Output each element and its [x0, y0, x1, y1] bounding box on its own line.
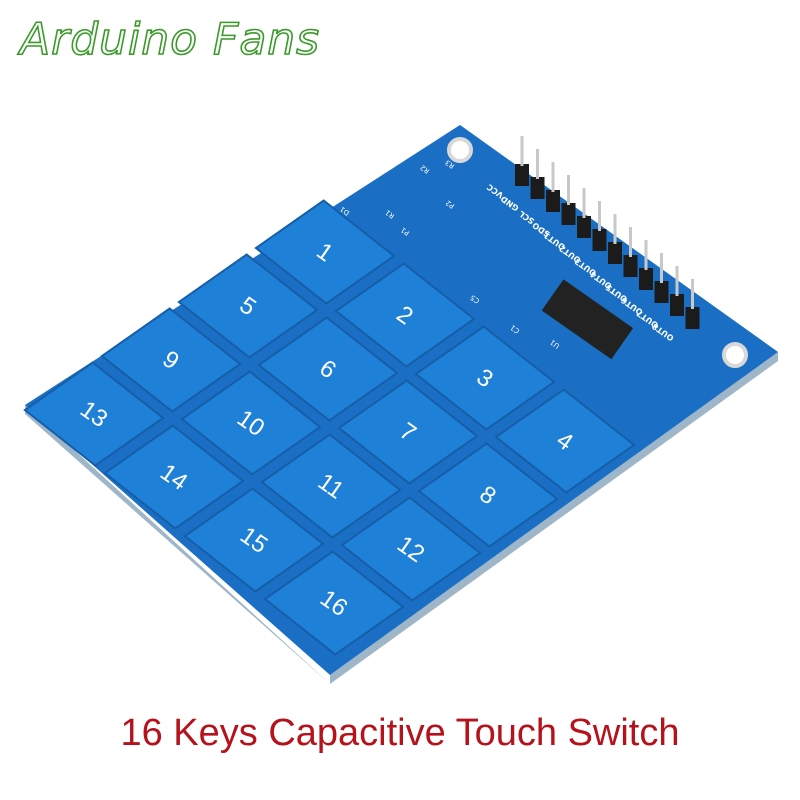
header-pin — [592, 229, 607, 251]
header-pin — [561, 203, 576, 225]
chip-u1 — [541, 279, 634, 360]
header-pin — [639, 268, 653, 290]
touch-key-13 — [23, 361, 165, 467]
touch-key-16 — [263, 550, 405, 656]
header-pin — [577, 216, 591, 238]
header-pin-metal — [567, 175, 570, 205]
component-label: P2 — [444, 198, 456, 210]
header-pin-metal — [691, 279, 694, 309]
component-label: C5 — [469, 293, 481, 305]
header-pin-metal — [520, 136, 524, 166]
header-pin-metal — [536, 149, 539, 179]
header-pin — [670, 294, 684, 316]
header-pin — [654, 281, 669, 303]
component-label: R2 — [419, 163, 431, 175]
header-pin — [608, 242, 622, 264]
header-pin — [685, 307, 700, 329]
header-pin-metal — [598, 201, 601, 231]
touch-key-8 — [417, 442, 559, 548]
touch-key-1 — [254, 199, 396, 305]
component-label: C1 — [509, 323, 521, 335]
header-pin — [515, 164, 529, 186]
header-pin-metal — [660, 253, 663, 283]
header-pin-metal — [551, 162, 555, 192]
mounting-hole — [447, 137, 473, 163]
touch-key-7 — [337, 379, 479, 485]
header-pin — [623, 255, 638, 277]
touch-key-3 — [414, 325, 556, 431]
header-pin-metal — [613, 214, 617, 244]
component-label: P1 — [399, 225, 411, 237]
touch-key-12 — [340, 496, 482, 602]
touch-key-2 — [334, 262, 476, 368]
touch-key-6 — [257, 316, 399, 422]
brand-logo: Arduino Fans — [19, 13, 321, 66]
touch-key-14 — [103, 424, 245, 530]
header-pin-metal — [629, 227, 632, 257]
mounting-hole — [722, 342, 748, 368]
touch-key-15 — [183, 487, 325, 593]
touch-key-10 — [180, 370, 322, 476]
header-pin-metal — [675, 266, 679, 296]
header-pin — [546, 190, 560, 212]
component-label: R3 — [444, 158, 456, 170]
product-caption: 16 Keys Capacitive Touch Switch — [120, 712, 680, 754]
header-pin — [530, 177, 545, 199]
touch-key-9 — [100, 307, 242, 413]
touch-key-5 — [177, 253, 319, 359]
touch-key-4 — [494, 388, 636, 494]
touch-key-11 — [260, 433, 402, 539]
header-pin-metal — [582, 188, 586, 218]
header-pin-metal — [644, 240, 648, 270]
component-label: R1 — [384, 208, 396, 220]
